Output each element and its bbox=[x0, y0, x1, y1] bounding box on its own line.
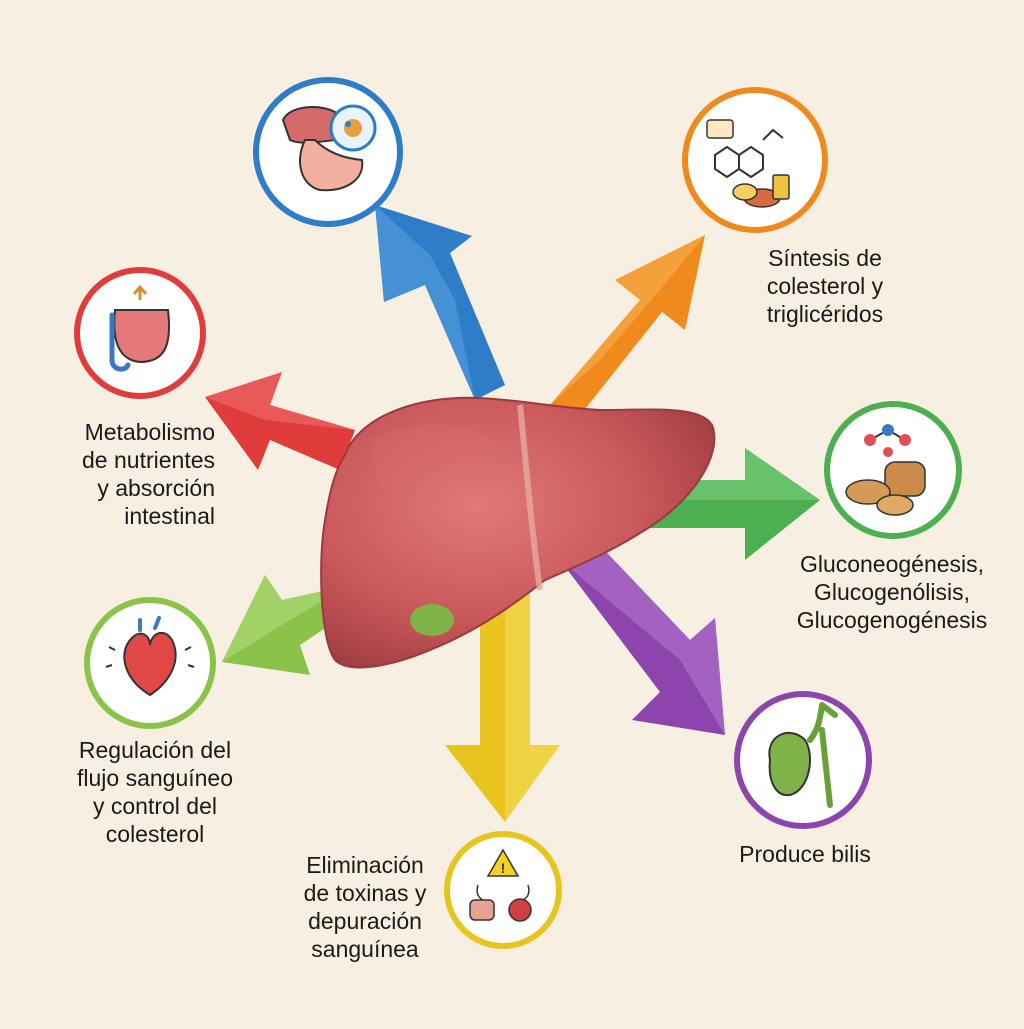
label-detox: Eliminación de toxinas y depuración sang… bbox=[285, 851, 445, 963]
molecule-bread-icon bbox=[845, 424, 926, 516]
top-function-circle bbox=[253, 77, 403, 227]
bloodflow-circle bbox=[84, 597, 216, 729]
glucose-circle bbox=[824, 401, 962, 539]
label-line: Glucogenogénesis bbox=[796, 607, 988, 633]
synthesis-circle bbox=[682, 87, 828, 233]
label-bloodflow: Regulación del flujo sanguíneo y control… bbox=[55, 736, 255, 848]
heart-icon bbox=[105, 616, 195, 697]
label-line: Metabolismo bbox=[84, 419, 215, 445]
label-line: Gluconeogénesis, bbox=[799, 551, 985, 577]
liver-icon bbox=[320, 396, 716, 669]
label-synthesis: Síntesis de colesterol y triglicéridos bbox=[745, 244, 905, 328]
label-metabolism: Metabolismo de nutrientes y absorción in… bbox=[40, 418, 215, 530]
label-line: de nutrientes bbox=[82, 447, 215, 473]
label-line: Eliminación bbox=[306, 852, 424, 878]
metabolism-circle bbox=[74, 267, 206, 399]
label-bile: Produce bilis bbox=[715, 840, 895, 868]
label-line: Síntesis de bbox=[768, 245, 882, 271]
label-line: Produce bilis bbox=[739, 841, 871, 867]
stomach-liver-cell-icon bbox=[281, 104, 377, 192]
label-line: Regulación del bbox=[78, 737, 232, 763]
cholesterol-molecule-food-icon bbox=[706, 119, 790, 208]
label-line: depuración bbox=[308, 908, 422, 934]
intestine-icon bbox=[109, 284, 170, 372]
warning-detox-icon: ! bbox=[469, 848, 532, 922]
gallbladder-icon bbox=[768, 702, 838, 808]
label-line: flujo sanguíneo bbox=[76, 765, 233, 791]
label-line: y absorción bbox=[97, 475, 215, 501]
label-line: colesterol bbox=[105, 821, 205, 847]
label-line: Glucogenólisis, bbox=[814, 579, 970, 605]
label-line: y control del bbox=[92, 793, 217, 819]
label-line: colesterol y bbox=[766, 273, 884, 299]
label-line: triglicéridos bbox=[766, 301, 884, 327]
label-line: intestinal bbox=[124, 503, 215, 529]
label-line: sanguínea bbox=[311, 936, 419, 962]
label-line: de toxinas y bbox=[303, 880, 427, 906]
svg-text:!: ! bbox=[501, 860, 506, 876]
label-glucose: Gluconeogénesis, Glucogenólisis, Glucoge… bbox=[772, 550, 1012, 634]
bile-circle bbox=[734, 691, 872, 829]
detox-circle: ! bbox=[444, 831, 562, 949]
